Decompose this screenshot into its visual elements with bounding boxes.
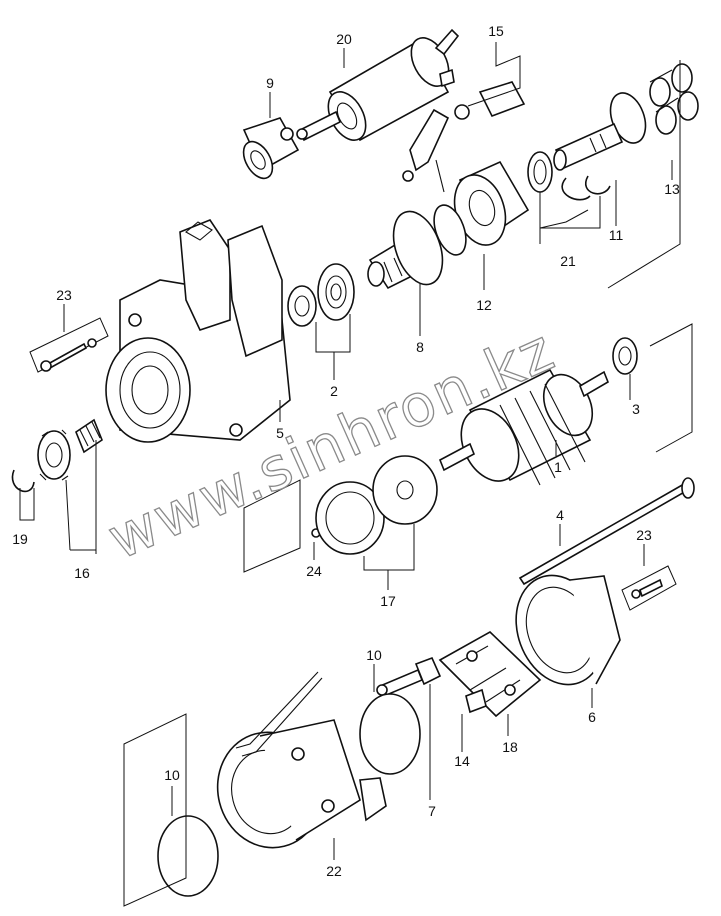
callout-13: 13 xyxy=(664,181,680,197)
part-10-disc-lower xyxy=(157,815,219,897)
leader-lines xyxy=(19,42,693,907)
part-23-bolt-upper xyxy=(29,317,109,373)
callout-10-lower: 10 xyxy=(164,767,180,783)
callout-1: 1 xyxy=(554,459,562,475)
callout-10-middle: 10 xyxy=(366,647,382,663)
part-19-snap-ring xyxy=(11,469,35,493)
part-5-drive-housing xyxy=(105,219,291,443)
callout-21: 21 xyxy=(560,253,576,269)
part-14-brush-spring xyxy=(465,688,487,714)
part-11-shaft xyxy=(553,92,647,171)
callout-labels: 20 15 9 13 11 21 12 23 8 2 5 3 1 19 16 2… xyxy=(12,23,680,879)
part-17-seals xyxy=(315,455,438,555)
callout-11: 11 xyxy=(609,227,624,243)
callout-9: 9 xyxy=(266,75,274,91)
part-13-bearings xyxy=(649,63,699,135)
callout-20: 20 xyxy=(336,31,352,47)
part-8-pinion-shaft xyxy=(367,204,467,290)
callout-17: 17 xyxy=(380,593,396,609)
callout-8: 8 xyxy=(416,339,424,355)
part-20-solenoid xyxy=(296,28,460,142)
part-16-pinion-spring xyxy=(37,418,103,481)
callout-16: 16 xyxy=(74,565,90,581)
part-21-clips xyxy=(527,151,611,201)
callout-7: 7 xyxy=(428,803,436,819)
callout-15: 15 xyxy=(488,23,504,39)
callout-23-lower: 23 xyxy=(636,527,652,543)
callout-3: 3 xyxy=(632,401,640,417)
part-7-terminal-bolt xyxy=(376,656,442,698)
part-2-bearings xyxy=(287,263,355,327)
callout-4: 4 xyxy=(556,507,564,523)
callout-22: 22 xyxy=(326,863,342,879)
part-3-bearing xyxy=(612,337,638,375)
part-9-plunger xyxy=(242,117,300,180)
callout-2: 2 xyxy=(330,383,338,399)
part-10-disc-middle xyxy=(359,693,421,775)
callout-19: 19 xyxy=(12,531,28,547)
part-12-gear-housing xyxy=(453,160,530,246)
callout-14: 14 xyxy=(454,753,470,769)
part-4-through-bolt xyxy=(518,477,695,586)
part-23-bolt-lower xyxy=(621,565,677,611)
callout-6: 6 xyxy=(588,709,596,725)
callout-5: 5 xyxy=(276,425,284,441)
callout-23-upper: 23 xyxy=(56,287,72,303)
part-1-armature xyxy=(438,368,609,486)
part-6-rear-cover xyxy=(515,574,621,686)
callout-12: 12 xyxy=(476,297,492,313)
callout-24: 24 xyxy=(306,563,322,579)
callout-18: 18 xyxy=(502,739,518,755)
part-22-yoke xyxy=(216,671,387,849)
